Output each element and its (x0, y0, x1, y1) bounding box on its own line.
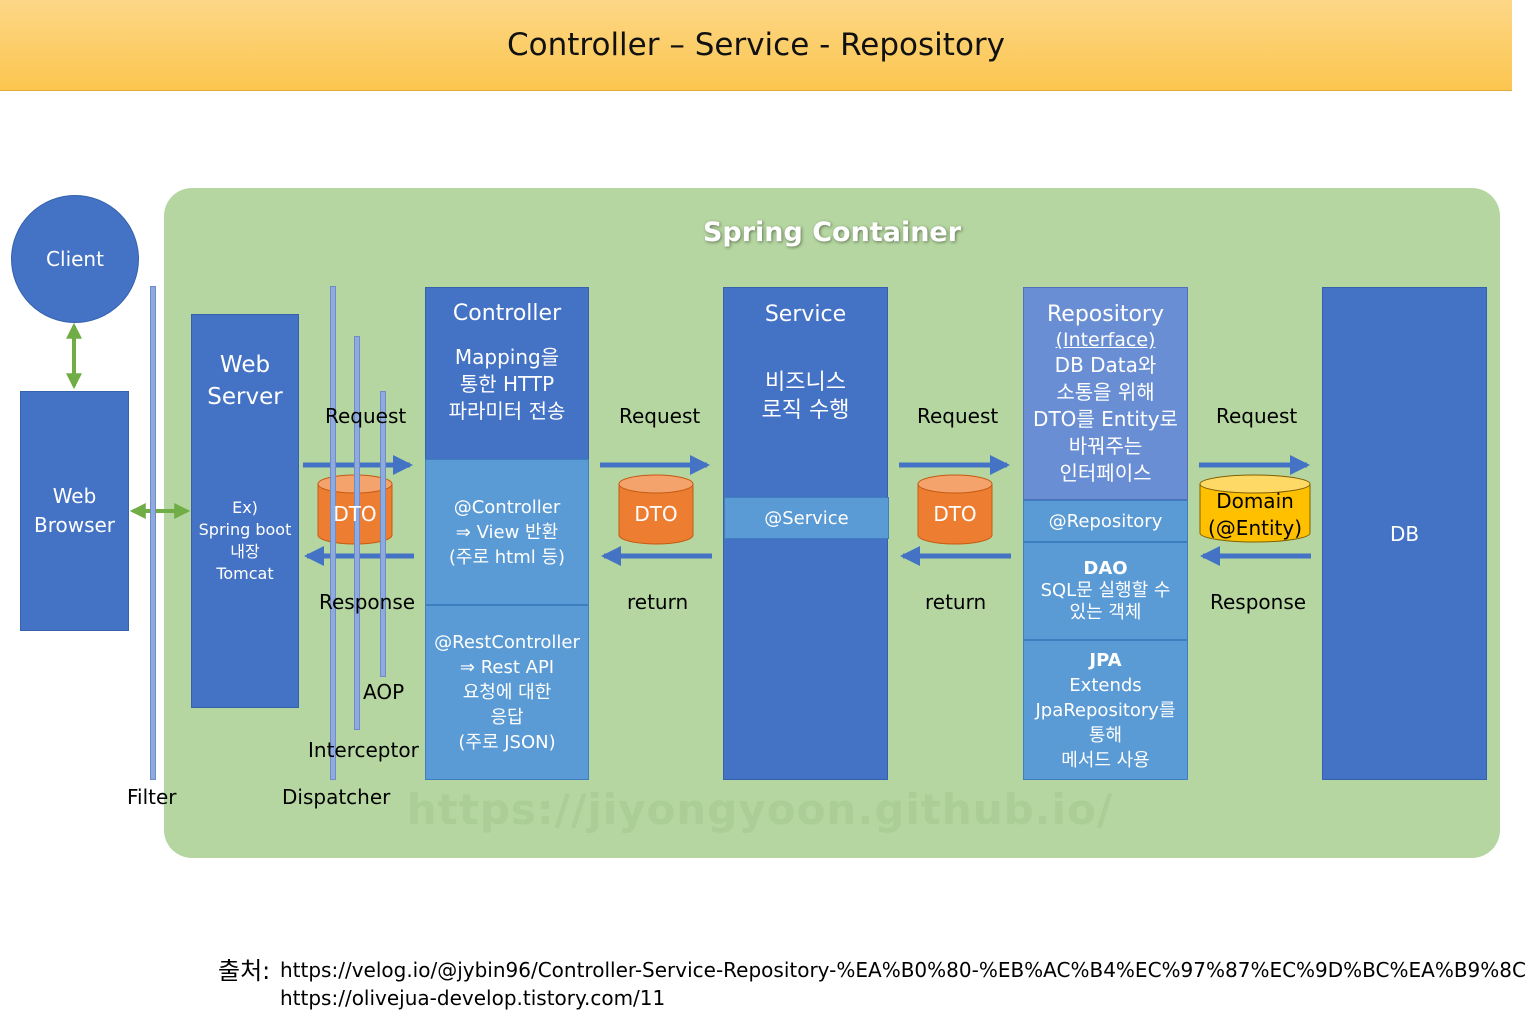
web-browser-label-2: Browser (33, 513, 116, 537)
web-browser-box: Web Browser (20, 391, 129, 631)
source-url-1[interactable]: https://velog.io/@jybin96/Controller-Ser… (280, 958, 1526, 982)
request-label-2: Request (619, 404, 701, 428)
dto-cylinder-2 (618, 474, 694, 545)
dao-title: DAO (1083, 558, 1128, 579)
controller-annotation-box: @Controller ⇒ View 반환 (주로 html 등) (425, 459, 589, 605)
web-server-title: Web Server (207, 352, 283, 410)
request-label-1: Request (325, 404, 407, 428)
filter-bar (150, 286, 156, 780)
service-title: Service (764, 302, 847, 327)
dto-label-3: DTO (933, 502, 977, 526)
web-server-box: Web Server Ex) Spring boot 내장 Tomcat (191, 314, 299, 708)
client-node: Client (11, 195, 139, 323)
restcontroller-annotation-box: @RestController ⇒ Rest API 요청에 대한 응답 (주로… (425, 605, 589, 780)
response-label-4: Response (1210, 590, 1307, 614)
service-desc: 비즈니스 로직 수행 (761, 370, 850, 423)
request-label-4: Request (1216, 404, 1298, 428)
watermark: https://jiyongyoon.github.io/ (406, 784, 1114, 834)
jpa-box: JPA Extends JpaRepository를 통해 메서드 사용 (1023, 640, 1188, 780)
web-server-desc: Ex) Spring boot 내장 Tomcat (198, 498, 292, 583)
controller-title: Controller (452, 301, 562, 326)
domain-label: Domain (@Entity) (1208, 489, 1302, 540)
request-label-3: Request (917, 404, 999, 428)
response-label-1: Response (319, 590, 416, 614)
dispatcher-bar (330, 286, 336, 780)
return-label-3: return (925, 590, 987, 614)
return-label-2: return (627, 590, 689, 614)
dispatcher-label: Dispatcher (282, 785, 391, 809)
filter-label: Filter (127, 785, 177, 809)
repository-subtitle: (Interface) (1055, 329, 1156, 351)
repository-desc: DB Data와 소통을 위해 DTO를 Entity로 바꿔주는 인터페이스 (1033, 353, 1178, 485)
db-label: DB (1389, 521, 1420, 546)
source-url-2[interactable]: https://olivejua-develop.tistory.com/11 (280, 986, 666, 1010)
service-annotation: @Service (724, 497, 889, 539)
dao-box: DAO SQL문 실행할 수 있는 객체 (1023, 542, 1188, 640)
client-label: Client (46, 247, 104, 271)
db-box: DB (1322, 287, 1487, 780)
jpa-title: JPA (1089, 649, 1122, 671)
title-banner: Controller – Service - Repository (0, 0, 1512, 91)
page-title: Controller – Service - Repository (507, 27, 1005, 63)
aop-label: AOP (363, 680, 405, 704)
repository-header: Repository (Interface) DB Data와 소통을 위해 D… (1023, 287, 1188, 500)
web-browser-label-1: Web (52, 484, 97, 508)
controller-desc: Mapping을 통한 HTTP 파라미터 전송 (448, 345, 566, 423)
dto-label-1: DTO (333, 502, 377, 526)
controller-header: Controller Mapping을 통한 HTTP 파라미터 전송 (425, 287, 589, 459)
interceptor-label: Interceptor (308, 738, 419, 762)
repository-title: Repository (1047, 302, 1164, 327)
repository-annotation: @Repository (1023, 500, 1188, 542)
domain-cylinder (1199, 474, 1311, 543)
source-label: 출처: (218, 957, 271, 985)
interceptor-bar (354, 336, 360, 730)
spring-container-label: Spring Container (702, 216, 962, 248)
dto-cylinder-3 (917, 474, 993, 545)
aop-bar (380, 391, 386, 677)
dto-label-2: DTO (634, 502, 678, 526)
